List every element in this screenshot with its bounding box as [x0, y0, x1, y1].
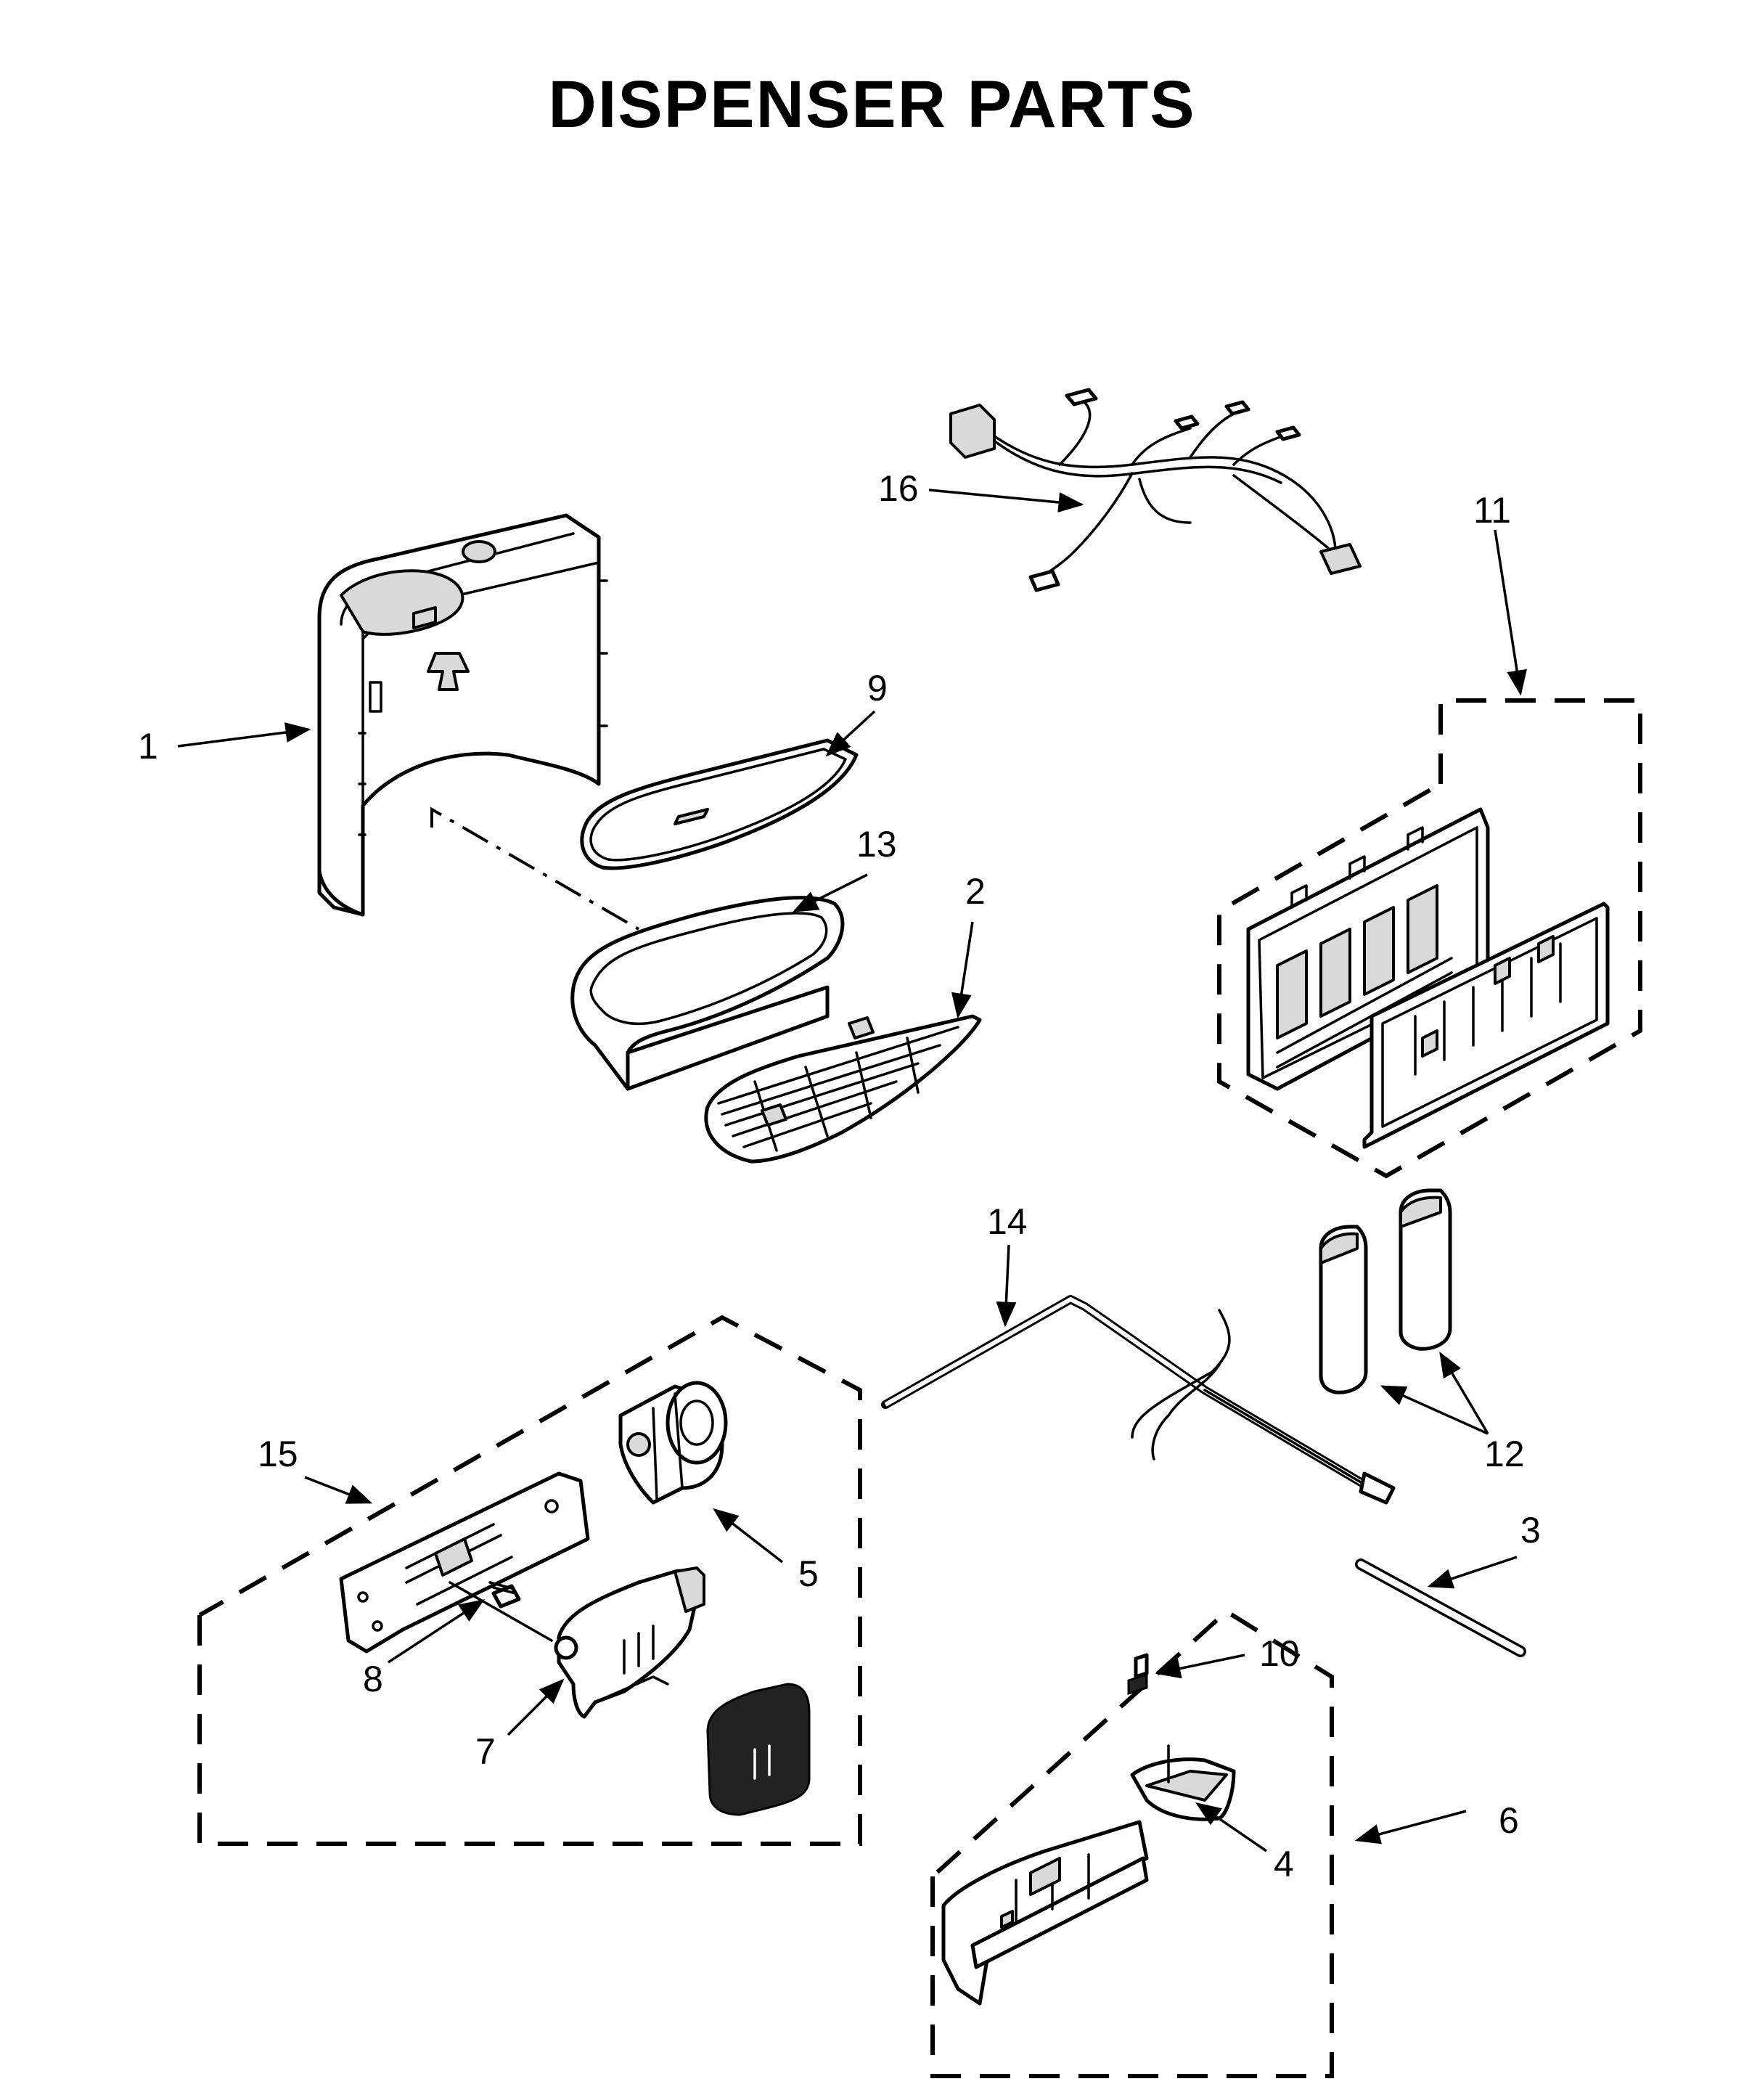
callout-7: 7 — [475, 1731, 496, 1772]
callout-4: 4 — [1274, 1844, 1294, 1884]
assembly-line-housing-to-trim — [430, 806, 640, 931]
callout-5: 5 — [798, 1553, 819, 1594]
leader-12b — [1439, 1351, 1489, 1434]
leader-lines — [177, 489, 1527, 1852]
leader-5 — [713, 1508, 784, 1564]
leader-8 — [388, 1599, 485, 1664]
callout-1: 1 — [138, 726, 158, 767]
leader-4 — [1195, 1802, 1267, 1852]
assembly-boundary-11 — [1217, 698, 1642, 1179]
part-11-control-panel-assembly — [1217, 698, 1642, 1179]
leader-16 — [928, 489, 1084, 512]
callout-12: 12 — [1484, 1434, 1525, 1474]
part-15-motor-assembly — [197, 1315, 862, 1846]
part-9-seal — [580, 738, 859, 870]
callout-14: 14 — [987, 1201, 1028, 1242]
callout-9: 9 — [867, 668, 888, 708]
leader-9 — [825, 710, 876, 757]
callout-labels: 1 9 13 2 16 11 14 12 3 15 5 8 7 10 4 6 — [138, 468, 1541, 1884]
leader-7 — [507, 1678, 565, 1736]
callout-8: 8 — [363, 1659, 383, 1699]
part-1-dispenser-housing — [317, 513, 608, 917]
callout-3: 3 — [1520, 1510, 1541, 1551]
part-16-wire-harness — [949, 388, 1362, 592]
part-14-tube — [881, 1295, 1396, 1505]
leader-1 — [177, 722, 311, 748]
leader-2 — [951, 921, 974, 1019]
callout-10: 10 — [1259, 1633, 1300, 1674]
part-12-pads — [1319, 1188, 1452, 1394]
leader-13 — [792, 873, 868, 912]
part-3-rod — [1355, 1558, 1526, 1657]
leader-11 — [1494, 529, 1527, 696]
callout-11: 11 — [1473, 490, 1511, 531]
callout-16: 16 — [878, 468, 919, 509]
assembly-boundary-15 — [197, 1315, 862, 1846]
assembly-boundary-6 — [930, 1609, 1334, 2078]
leader-14 — [996, 1244, 1017, 1328]
part-2-grille — [704, 1014, 982, 1164]
leader-10 — [1155, 1654, 1245, 1679]
callout-2: 2 — [965, 871, 986, 912]
page-title: DISPENSER PARTS — [548, 68, 1196, 142]
part-13-drip-tray — [570, 896, 845, 1091]
callout-13: 13 — [856, 824, 897, 865]
leader-12a — [1380, 1385, 1489, 1435]
leader-6 — [1354, 1810, 1467, 1844]
callout-15: 15 — [258, 1434, 298, 1474]
part-6-housing-assembly — [930, 1609, 1334, 2078]
callout-6: 6 — [1499, 1800, 1519, 1841]
leader-3 — [1427, 1556, 1518, 1589]
leader-15 — [304, 1476, 373, 1504]
